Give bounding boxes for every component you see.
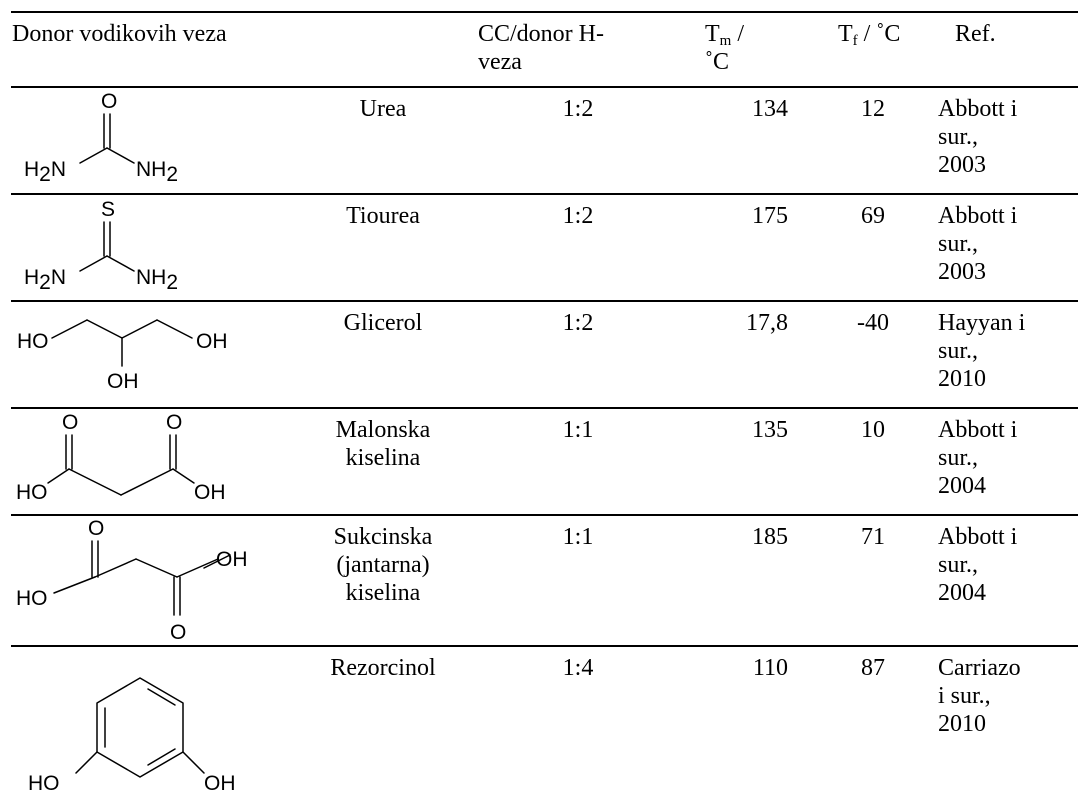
cell-ref: Abbott i sur., 2003 xyxy=(938,203,1018,285)
cell-ratio: 1:4 xyxy=(562,655,594,681)
svg-text:O: O xyxy=(62,411,78,434)
header-ratio: CC/donor H- veza xyxy=(478,21,604,75)
svg-text:HO: HO xyxy=(28,772,60,794)
glycerol-structure: HO OH OH xyxy=(17,319,228,393)
resorcinol-structure: HO OH xyxy=(28,677,236,794)
svg-text:OH: OH xyxy=(194,481,226,504)
cell-ref: Abbott i sur., 2004 xyxy=(938,524,1018,606)
cell-name: Glicerol xyxy=(343,310,423,336)
cell-ref: Hayyan i sur., 2010 xyxy=(938,310,1026,392)
cell-ratio: 1:1 xyxy=(562,524,594,550)
svg-text:H2N: H2N xyxy=(24,158,66,186)
svg-text:O: O xyxy=(101,90,117,113)
cell-tf: 69 xyxy=(861,203,885,229)
thiourea-structure: S H2N NH2 xyxy=(24,198,178,294)
row-divider xyxy=(11,193,1078,195)
cell-tf: 10 xyxy=(861,417,885,443)
cell-name: Tiourea xyxy=(346,203,420,229)
svg-text:HO: HO xyxy=(17,330,49,353)
cell-ref: Carriazo i sur., 2010 xyxy=(938,655,1021,737)
svg-text:NH2: NH2 xyxy=(136,158,178,186)
header-reference: Ref. xyxy=(955,21,996,47)
cell-ref: Abbott i sur., 2004 xyxy=(938,417,1018,499)
cell-tf: 87 xyxy=(861,655,885,681)
header-freezing-point: Tf / ˚C xyxy=(838,21,901,49)
svg-text:H2N: H2N xyxy=(24,266,66,294)
svg-text:HO: HO xyxy=(16,587,48,610)
cell-tm: 134 xyxy=(752,96,788,122)
cell-tm: 135 xyxy=(752,417,788,443)
svg-text:OH: OH xyxy=(216,548,248,571)
svg-text:NH2: NH2 xyxy=(136,266,178,294)
cell-ratio: 1:2 xyxy=(562,310,594,336)
header-donor: Donor vodikovih veza xyxy=(12,21,227,47)
urea-structure: O H2N NH2 xyxy=(24,90,178,186)
cell-name: Rezorcinol xyxy=(330,655,436,681)
cell-tf: -40 xyxy=(857,310,889,336)
malonic-acid-structure: O O HO OH xyxy=(16,411,226,504)
cell-tm: 185 xyxy=(752,524,788,550)
row-divider xyxy=(11,645,1078,647)
cell-tm: 110 xyxy=(752,655,788,681)
cell-ratio: 1:2 xyxy=(562,96,594,122)
row-divider xyxy=(11,514,1078,516)
svg-text:O: O xyxy=(166,411,182,434)
cell-tf: 71 xyxy=(861,524,885,550)
cell-tm: 175 xyxy=(752,203,788,229)
header-melting-point: Tm / ˚C xyxy=(705,21,745,75)
cell-name: Malonska kiselina xyxy=(335,417,431,471)
svg-text:OH: OH xyxy=(107,370,139,393)
svg-text:O: O xyxy=(170,621,186,644)
svg-text:HO: HO xyxy=(16,481,48,504)
svg-text:OH: OH xyxy=(196,330,228,353)
svg-text:O: O xyxy=(88,517,104,540)
cell-ref: Abbott i sur., 2003 xyxy=(938,96,1018,178)
cell-ratio: 1:2 xyxy=(562,203,594,229)
row-divider xyxy=(11,300,1078,302)
cell-tf: 12 xyxy=(861,96,885,122)
cell-name: Urea xyxy=(359,96,407,122)
header-bottom-border xyxy=(11,86,1078,88)
succinic-acid-structure: O HO OH O xyxy=(16,517,248,644)
svg-text:S: S xyxy=(101,198,115,221)
row-divider xyxy=(11,407,1078,409)
table-top-border xyxy=(11,11,1078,13)
cell-tm: 17,8 xyxy=(746,310,788,336)
svg-text:OH: OH xyxy=(204,772,236,794)
cell-ratio: 1:1 xyxy=(562,417,594,443)
cell-name: Sukcinska (jantarna) kiselina xyxy=(333,524,433,606)
